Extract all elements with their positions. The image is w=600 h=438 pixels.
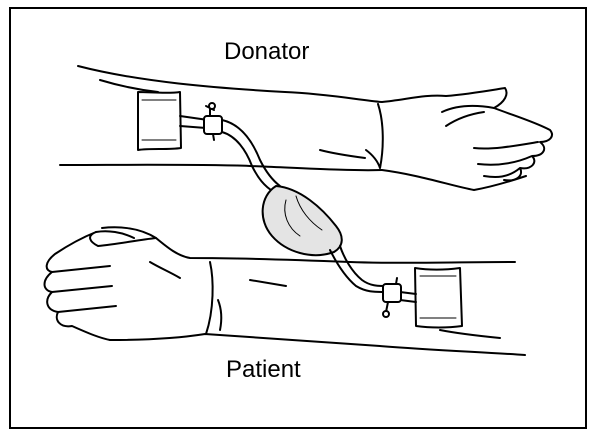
- patient-label: Patient: [226, 356, 301, 383]
- donator-thumb: [441, 104, 495, 127]
- patient-arm-bottom-edge: [109, 333, 526, 356]
- donator-label: Donator: [224, 38, 310, 65]
- donator-wrist-crease: [365, 103, 384, 169]
- lower-tube: [329, 245, 417, 303]
- donator-forearm-shading: [99, 79, 366, 159]
- patient-finger-creases: [51, 265, 117, 313]
- donator-hand-fingers: [473, 107, 553, 182]
- patient-arm-top-edge: [101, 226, 516, 264]
- donator-arm: [59, 65, 553, 191]
- donator-arm-bottom-edge: [59, 163, 527, 191]
- donator-arm-top-edge: [77, 65, 508, 109]
- upper-tube: [179, 115, 281, 193]
- patient-thumb: [95, 230, 181, 279]
- patient-arm: [43, 226, 526, 356]
- pump-bulb-icon: [261, 185, 343, 257]
- patient-wrist-crease: [205, 261, 223, 335]
- patient-forearm-shading: [249, 279, 501, 339]
- lower-clamp-icon: [382, 277, 402, 318]
- patient-hand-fingers: [43, 231, 157, 341]
- donator-tape-icon: [137, 91, 182, 151]
- upper-clamp-icon: [203, 102, 223, 141]
- patient-tape-icon: [414, 267, 463, 329]
